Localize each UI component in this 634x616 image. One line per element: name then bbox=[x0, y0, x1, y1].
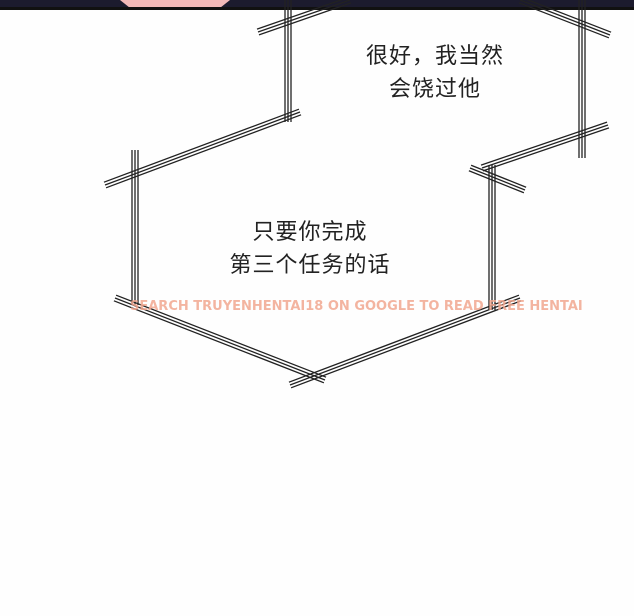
bubble-outline-stroke bbox=[469, 167, 526, 191]
bubble-outline-stroke bbox=[103, 108, 300, 183]
bubble-outline-stroke bbox=[482, 127, 610, 172]
bubble-outline-stroke bbox=[104, 111, 301, 186]
bubble-outline-stroke bbox=[114, 297, 326, 381]
bubble-outline-stroke bbox=[258, 2, 352, 36]
bubble-2-line-1: 只要你完成 bbox=[252, 220, 368, 245]
bubble-outline-stroke bbox=[526, 0, 612, 33]
speech-bubble-text-2: 只要你完成 第三个任务的话 bbox=[210, 216, 410, 282]
speech-bubble-text-1: 很好，我当然 会饶过他 bbox=[340, 40, 530, 106]
bubble-outline-stroke bbox=[257, 0, 351, 33]
bubble-outline-stroke bbox=[288, 294, 520, 383]
bubble-outline-stroke bbox=[115, 294, 327, 378]
bubble-outline-stroke bbox=[481, 124, 609, 169]
previous-panel-pink-shape bbox=[120, 0, 230, 7]
previous-panel-strip bbox=[0, 0, 634, 8]
bubble-outline-stroke bbox=[290, 300, 522, 389]
bubble-outline-stroke bbox=[468, 170, 525, 194]
bubble-outline-stroke bbox=[519, 0, 611, 36]
bubble-2-line-2: 第三个任务的话 bbox=[229, 253, 391, 278]
bubble-1-line-1: 很好，我当然 bbox=[365, 44, 504, 69]
watermark: SEARCH TRUYENHENTAI18 ON GOOGLE TO READ … bbox=[130, 299, 583, 314]
bubble-1-line-2: 会饶过他 bbox=[388, 77, 481, 102]
bubble-outline-stroke bbox=[518, 2, 610, 39]
bubble-outline-stroke bbox=[289, 297, 521, 386]
bubble-outline-stroke bbox=[470, 164, 527, 188]
bubble-outline-stroke bbox=[113, 300, 325, 384]
bubble-outline-stroke bbox=[480, 121, 608, 166]
bubble-outline-stroke bbox=[256, 0, 343, 30]
